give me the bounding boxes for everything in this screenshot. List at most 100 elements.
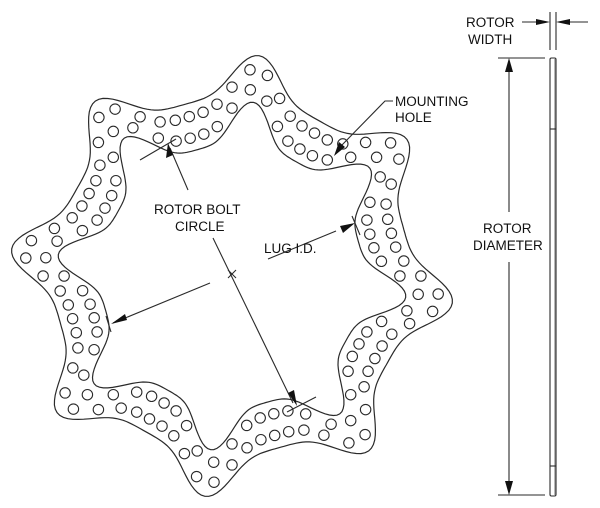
vent-hole [240, 419, 253, 432]
vent-hole [107, 125, 120, 138]
vent-hole [67, 362, 79, 374]
vent-hole [384, 137, 397, 149]
mounting-hole-label-line2: HOLE [395, 110, 432, 125]
rotor-side-view [549, 57, 557, 497]
vent-hole [58, 270, 70, 282]
bolt-circle-label-line1: ROTOR BOLT [154, 202, 241, 217]
rotor-width-label-line2: WIDTH [468, 32, 512, 47]
vent-hole [226, 81, 238, 93]
vent-hole [362, 365, 374, 378]
vent-hole [92, 136, 105, 149]
vent-hole [346, 350, 359, 363]
vent-hole [426, 305, 439, 318]
vent-hole [156, 420, 168, 432]
vent-hole [198, 128, 210, 140]
vent-hole [394, 270, 406, 282]
arrowhead [505, 58, 513, 72]
bolt-circle-dimension: ROTOR BOLT CIRCLE [139, 138, 317, 413]
vent-hole [385, 227, 398, 240]
vent-hole [284, 110, 296, 122]
vent-hole [386, 328, 398, 340]
vent-hole [403, 317, 416, 330]
lug-id-line-right [267, 230, 337, 260]
vent-hole [67, 403, 80, 415]
vent-hole [72, 342, 84, 354]
vent-hole [25, 234, 38, 247]
vent-hole [369, 352, 381, 365]
rotor-diameter-dimension: ROTOR DIAMETER [473, 57, 545, 496]
mounting-hole-callout: MOUNTING HOLE [334, 94, 469, 156]
vent-hole [389, 241, 402, 253]
vent-hole [76, 284, 89, 297]
lug-id-dimension: LUG I.D. [105, 215, 361, 333]
vent-hole [282, 405, 294, 417]
vent-hole [211, 120, 224, 133]
vent-hole [37, 270, 49, 282]
vent-hole [344, 414, 357, 427]
vent-hole [93, 111, 105, 124]
vent-hole [94, 159, 106, 171]
arrowhead [111, 314, 127, 324]
vent-hole [91, 214, 103, 226]
vent-hole [244, 64, 256, 76]
vent-hole [254, 412, 266, 424]
vent-hole [268, 408, 280, 420]
lug-id-line-left [112, 282, 211, 324]
vent-hole [282, 135, 294, 147]
rotor-outer-edge [11, 55, 453, 497]
vent-hole [127, 122, 139, 134]
vent-hole [398, 255, 410, 267]
vent-hole [154, 116, 166, 128]
vent-hole [393, 153, 405, 165]
vent-hole [76, 200, 88, 212]
vent-hole [376, 340, 388, 352]
vent-hole [306, 149, 319, 162]
vent-hole [105, 189, 118, 202]
vent-hole [375, 255, 388, 268]
arrowhead [288, 390, 297, 406]
vent-hole [190, 470, 203, 483]
vent-hole [344, 151, 357, 164]
vent-hole [169, 114, 182, 127]
rotor-width-dimension: ROTOR WIDTH [466, 12, 588, 50]
vent-hole [385, 178, 397, 190]
vent-hole [325, 418, 337, 430]
vent-hole [380, 198, 392, 210]
vent-hole [308, 127, 321, 139]
vent-hole [70, 326, 83, 339]
vent-hole [83, 187, 95, 200]
vent-hole [92, 403, 105, 416]
vent-hole [364, 228, 376, 240]
vent-hole [184, 132, 196, 144]
vent-hole [226, 438, 238, 450]
lug-id-label: LUG I.D. [264, 241, 317, 256]
vent-hole [342, 365, 354, 378]
extension-tick [286, 396, 317, 413]
rotor-holes [20, 64, 444, 488]
vent-hole [255, 433, 267, 446]
vent-hole [415, 270, 427, 282]
vent-hole [364, 196, 376, 209]
vent-hole [66, 212, 78, 224]
extension-tick [351, 215, 361, 236]
vent-hole [226, 102, 238, 114]
vent-hole [271, 120, 284, 133]
vent-hole [294, 143, 306, 155]
vent-hole [51, 235, 63, 247]
arrowhead [334, 142, 345, 156]
arrowhead [505, 481, 513, 495]
vent-hole [401, 305, 413, 317]
vent-hole [211, 98, 223, 110]
vent-hole [343, 437, 355, 449]
vent-hole [20, 252, 32, 264]
rotor-diameter-label-line1: ROTOR [483, 221, 532, 236]
vent-hole [130, 386, 143, 398]
vent-hole [88, 343, 100, 356]
vent-hole [359, 136, 372, 149]
vent-hole [48, 222, 61, 235]
arrowhead [340, 223, 355, 233]
extension-tick [139, 138, 177, 161]
vent-hole [88, 312, 100, 324]
vent-hole [370, 151, 383, 164]
rotor-face [11, 55, 453, 497]
